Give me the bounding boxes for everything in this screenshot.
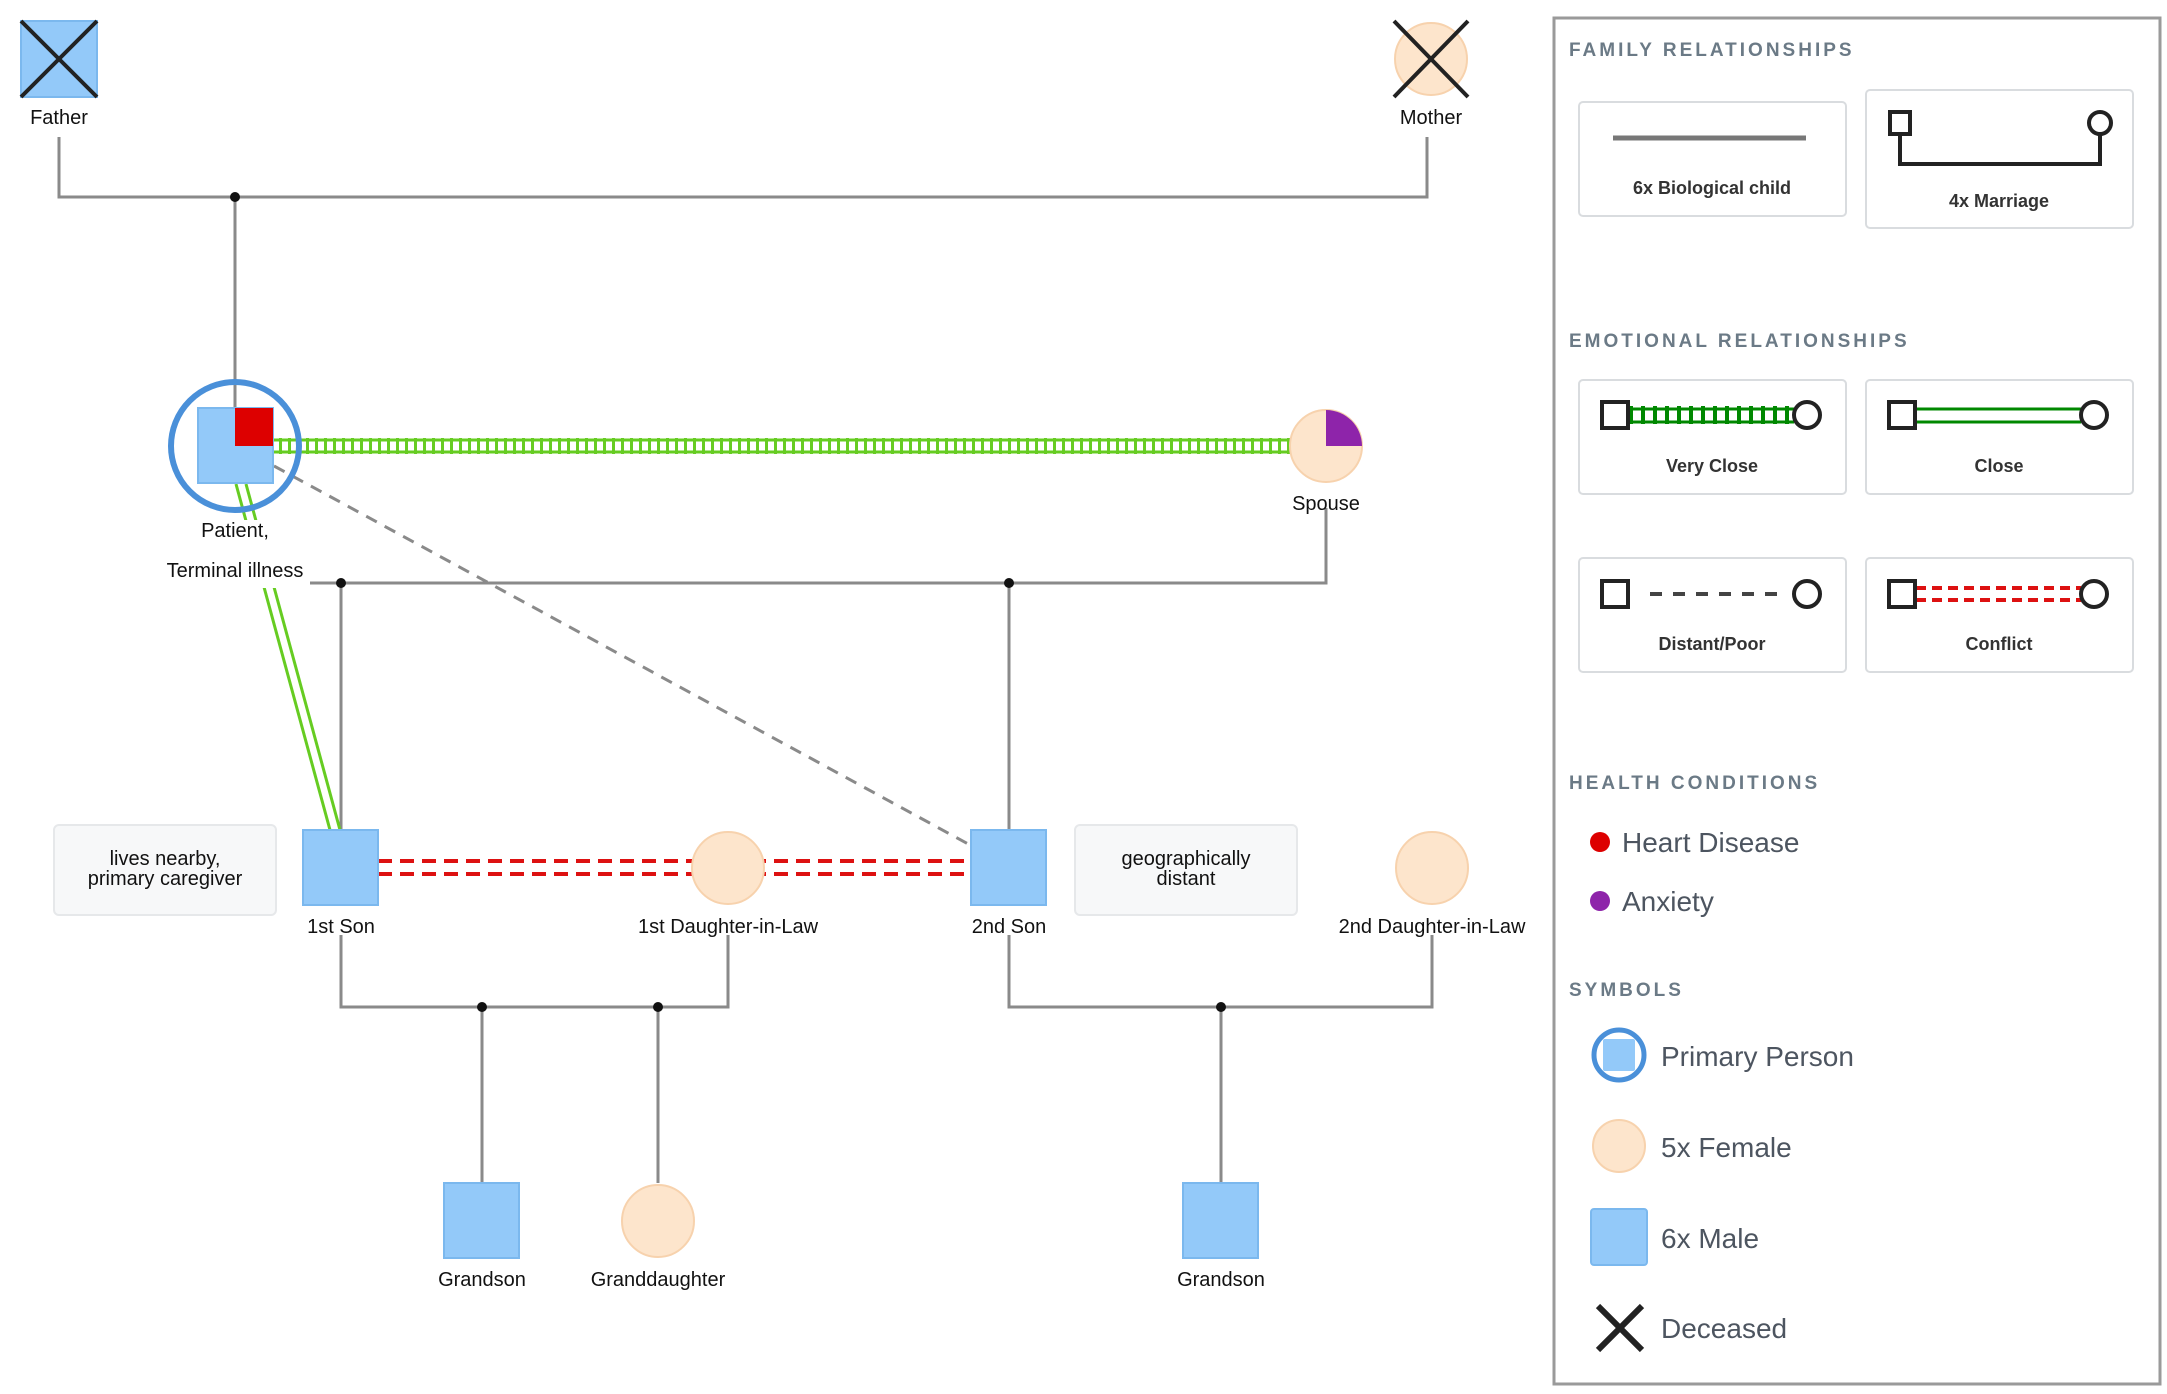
person-label: 2nd Daughter-in-Law [1339, 916, 1526, 938]
female-icon [1592, 1119, 1646, 1173]
person-label: Father [30, 107, 88, 129]
person-label: Granddaughter [591, 1269, 726, 1291]
legend-label: 6x Male [1661, 1223, 1759, 1254]
legend-card-biological-child: 6x Biological child [1578, 101, 1847, 217]
legend-card-very-close: Very Close [1578, 379, 1847, 495]
heart-disease-dot-icon [1590, 832, 1610, 852]
legend-section-emotional: EMOTIONAL RELATIONSHIPS [1569, 331, 1910, 352]
junction-dots [230, 192, 1226, 1012]
junction-dot [230, 192, 240, 202]
legend-label: 5x Female [1661, 1132, 1792, 1163]
note-line: geographically [1122, 848, 1251, 870]
person-grandson2[interactable]: Grandson [1177, 1182, 1265, 1291]
deceased-cross-icon [19, 19, 99, 99]
family-lines [57, 137, 1434, 1183]
legend-section-symbols: SYMBOLS [1569, 980, 1684, 1001]
person-label: 1st Son [307, 916, 375, 938]
person-patient[interactable]: Patient, Terminal illness [160, 379, 310, 588]
junction-dot [477, 1002, 487, 1012]
marriage-line-parents [57, 137, 1429, 199]
note-line: lives nearby, [110, 848, 221, 870]
marriage-line-son1 [339, 935, 730, 1009]
legend-card-distant: Distant/Poor [1578, 557, 1847, 673]
legend-label: Heart Disease [1622, 827, 1799, 858]
very-close-line-patient-spouse [270, 438, 1290, 454]
conflict-line-son1-son2 [378, 859, 971, 876]
anxiety-dot-icon [1590, 891, 1610, 911]
distant-line-patient-son2 [273, 464, 971, 847]
legend-item-deceased: Deceased [1595, 1303, 1787, 1353]
person-label: Patient, [201, 520, 269, 542]
person-son2[interactable]: 2nd Son [970, 829, 1047, 938]
person-label: Grandson [438, 1269, 526, 1291]
junction-dot [1216, 1002, 1226, 1012]
person-spouse[interactable]: Spouse [1289, 409, 1363, 515]
person-label: Spouse [1292, 493, 1360, 515]
legend-item-female: 5x Female [1592, 1119, 1792, 1173]
junction-dot [336, 578, 346, 588]
person-mother[interactable]: Mother [1392, 19, 1470, 129]
person-grandson1[interactable]: Grandson [438, 1182, 526, 1291]
marriage-line-patient-spouse [235, 508, 1328, 585]
legend-label: 6x Biological child [1633, 178, 1791, 198]
legend-label: Very Close [1666, 456, 1758, 476]
legend-section-health: HEALTH CONDITIONS [1569, 773, 1820, 794]
note-son1: lives nearby, primary caregiver [53, 824, 277, 916]
legend-label: Anxiety [1622, 886, 1714, 917]
male-icon [1590, 1208, 1648, 1266]
legend-card-marriage: 4x Marriage [1865, 89, 2134, 229]
legend-card-close: Close [1865, 379, 2134, 495]
deceased-cross-icon [1595, 1303, 1645, 1353]
marriage-line-son2 [1007, 935, 1434, 1009]
person-label-condition: Terminal illness [167, 560, 304, 582]
person-father[interactable]: Father [19, 19, 99, 129]
junction-dot [653, 1002, 663, 1012]
person-label: Mother [1400, 107, 1463, 129]
person-label: Grandson [1177, 1269, 1265, 1291]
deceased-cross-icon [1392, 19, 1470, 99]
legend-label: Close [1974, 456, 2023, 476]
note-line: distant [1157, 868, 1216, 890]
anxiety-marker-icon [1326, 410, 1362, 446]
person-label: 2nd Son [972, 916, 1047, 938]
note-line: primary caregiver [88, 868, 243, 890]
primary-person-ring-icon [1591, 1027, 1647, 1083]
person-dil1[interactable]: 1st Daughter-in-Law [638, 831, 819, 938]
person-son1[interactable]: 1st Son [302, 829, 379, 938]
legend-item-primary-person: Primary Person [1591, 1027, 1854, 1083]
legend-label: Primary Person [1661, 1041, 1854, 1072]
junction-dot [1004, 578, 1014, 588]
legend-label: Conflict [1966, 634, 2033, 654]
legend-item-male: 6x Male [1590, 1208, 1759, 1266]
legend-item-anxiety: Anxiety [1590, 886, 1714, 917]
legend-label: 4x Marriage [1949, 191, 2049, 211]
legend-panel: FAMILY RELATIONSHIPS 6x Biological child… [1552, 16, 2162, 1386]
legend-item-heart-disease: Heart Disease [1590, 827, 1799, 858]
legend-label: Distant/Poor [1658, 634, 1765, 654]
legend-section-family: FAMILY RELATIONSHIPS [1569, 40, 1855, 61]
heart-disease-marker-icon [235, 408, 273, 446]
legend-card-conflict: Conflict [1865, 557, 2134, 673]
person-granddaughter[interactable]: Granddaughter [591, 1184, 726, 1291]
primary-person-ring-icon [168, 379, 302, 513]
legend-label: Deceased [1661, 1313, 1787, 1344]
person-dil2[interactable]: 2nd Daughter-in-Law [1339, 831, 1526, 938]
person-label: 1st Daughter-in-Law [638, 916, 819, 938]
note-son2: geographically distant [1074, 824, 1298, 916]
